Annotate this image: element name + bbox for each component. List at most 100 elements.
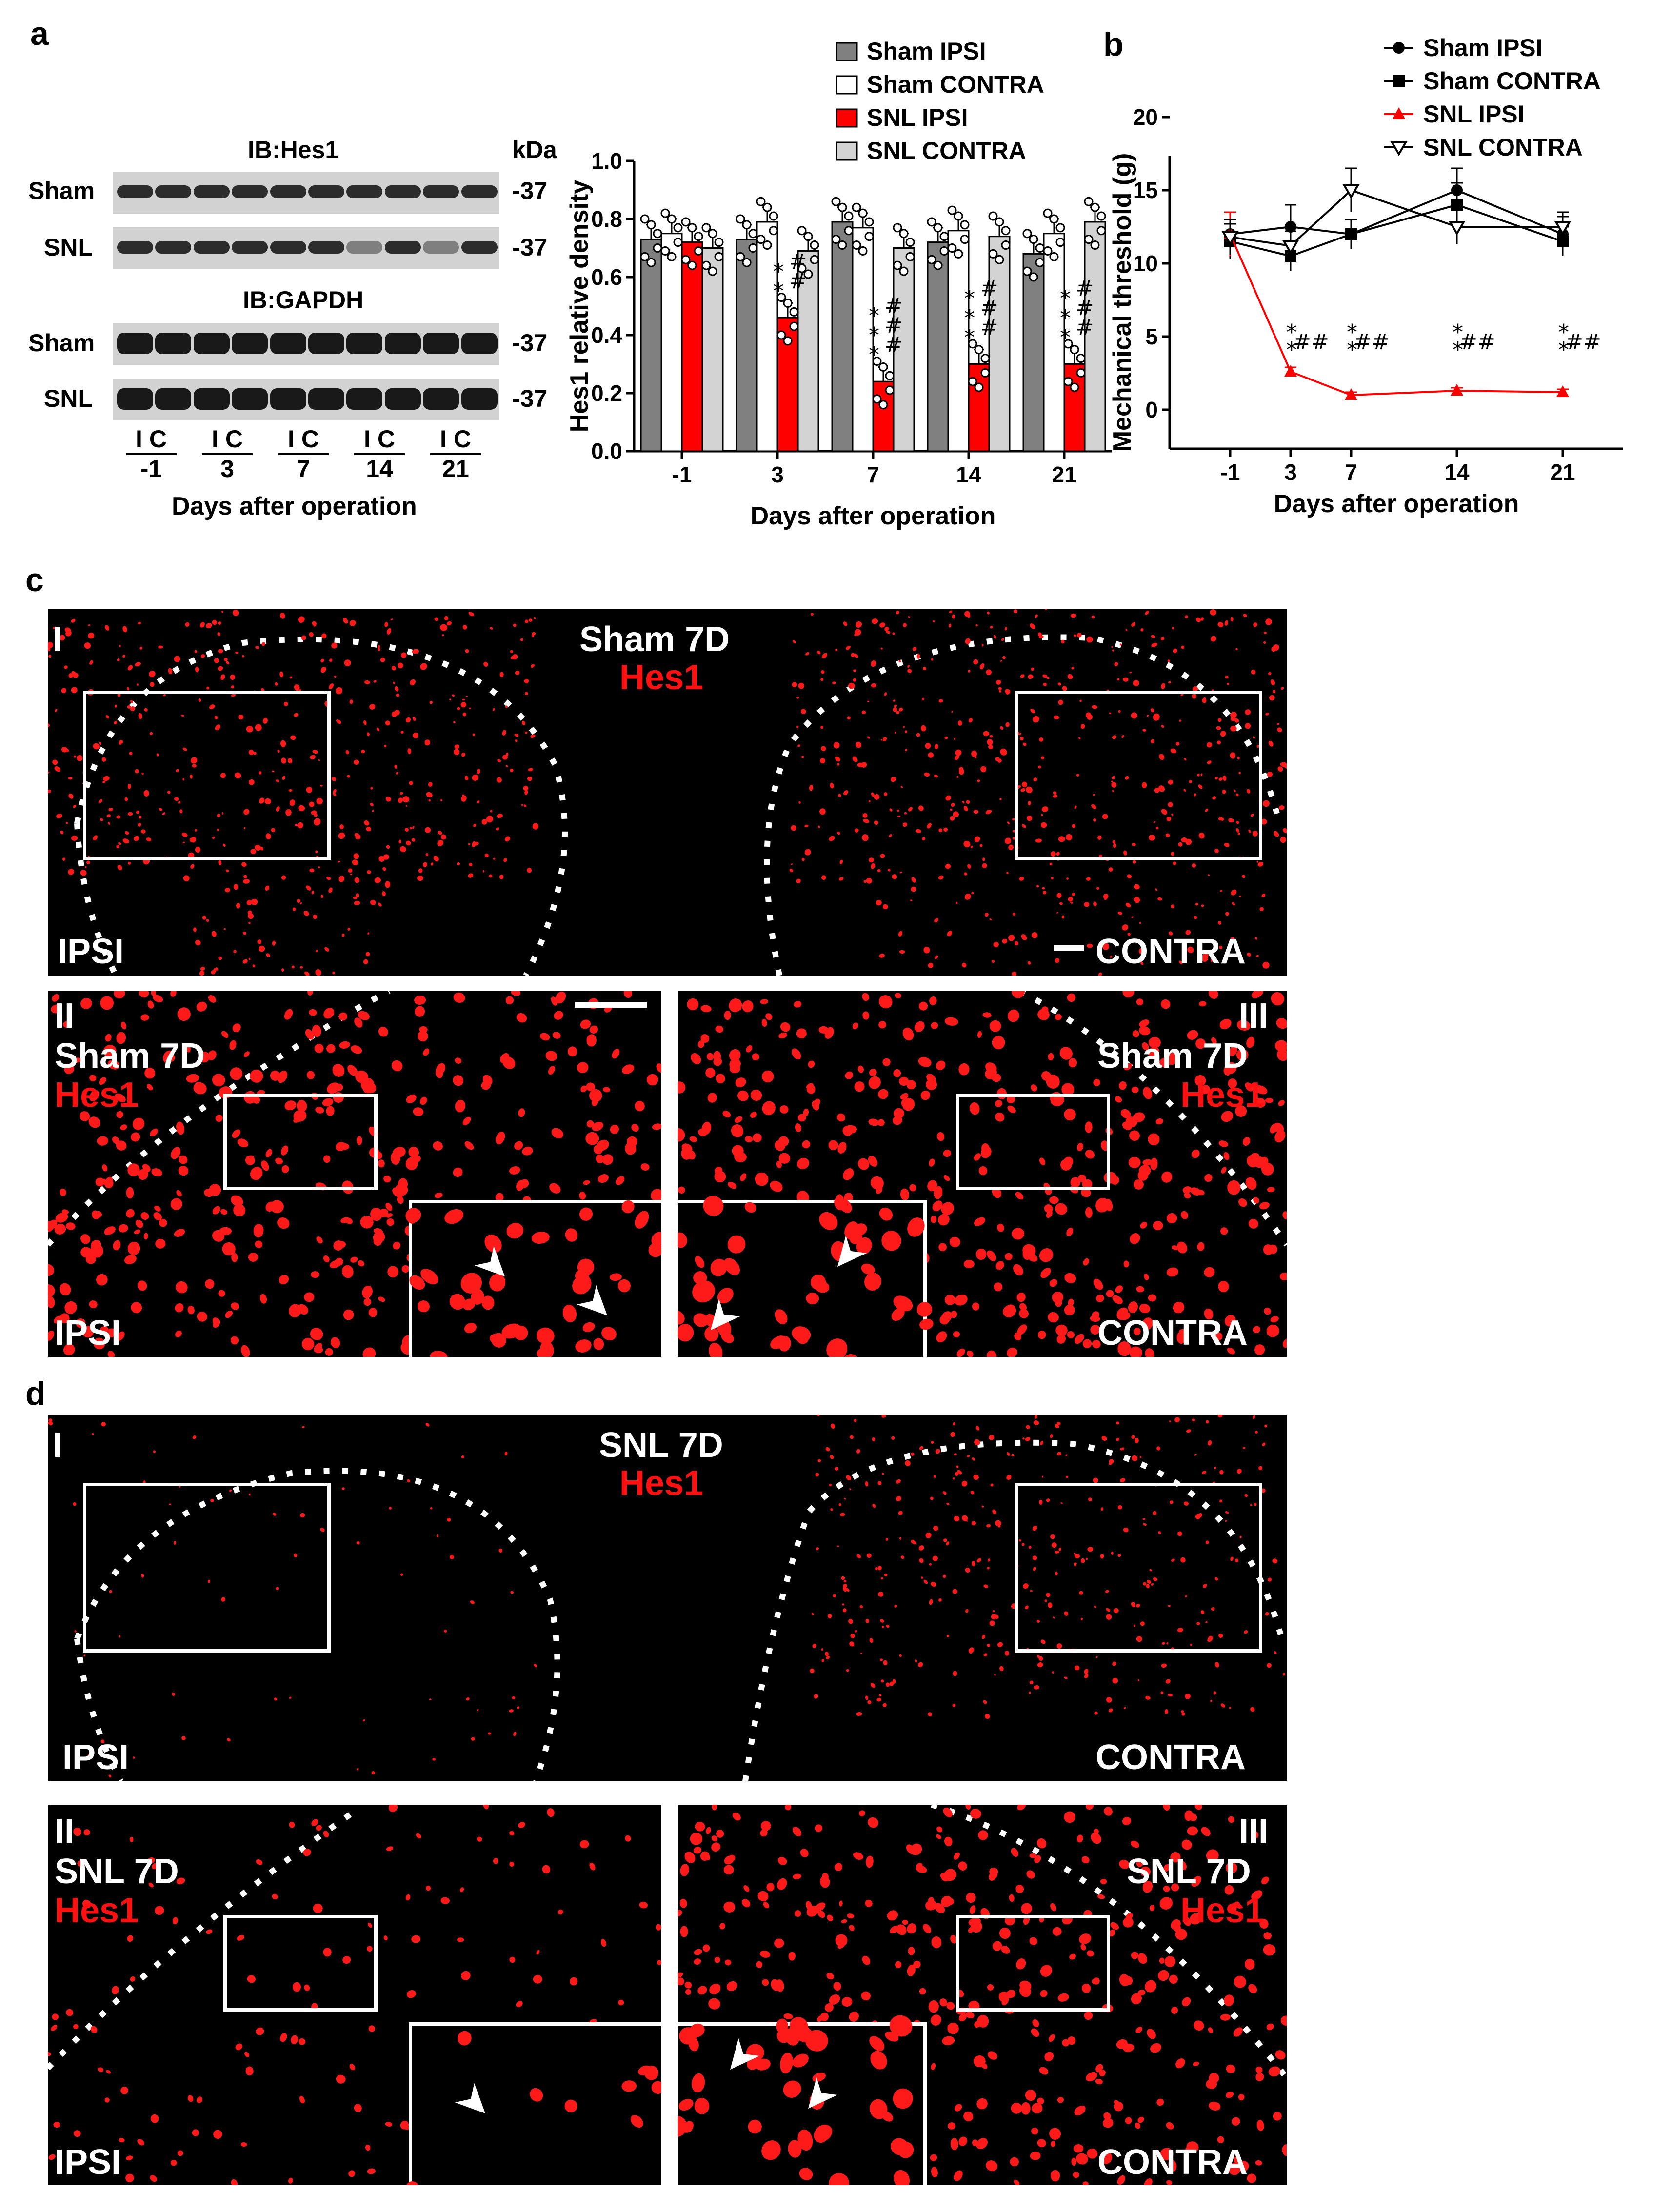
hes1-dot	[806, 1293, 819, 1305]
hes1-dot	[1121, 735, 1124, 738]
hes1-dot	[105, 715, 110, 719]
hes1-dot	[1276, 1018, 1287, 1029]
hes1-dot	[374, 877, 381, 883]
section-title: Sham 7D	[55, 1036, 205, 1076]
hes1-dot	[350, 873, 352, 875]
hes1-dot	[437, 840, 444, 846]
hes1-dot	[835, 756, 840, 762]
hes1-dot	[409, 1275, 425, 1290]
hes1-dot	[277, 1070, 288, 1083]
data-point	[1076, 368, 1086, 378]
hes1-dot	[1086, 877, 1091, 881]
hes1-dot	[869, 2036, 885, 2051]
hes1-dot	[248, 779, 255, 785]
hes1-dot	[938, 1598, 942, 1602]
hes1-dot	[1144, 1274, 1149, 1280]
hes1-dot	[429, 700, 433, 704]
blot-strip	[113, 227, 499, 269]
hes1-dot	[692, 1280, 715, 1303]
hes1-dot	[1049, 1279, 1057, 1287]
hes1-dot	[1009, 1894, 1015, 1902]
blot-band	[346, 333, 383, 354]
hes1-dot	[893, 1069, 901, 1077]
hes1-dot	[332, 777, 336, 781]
hes1-dot	[1144, 2178, 1153, 2185]
hes1-dot	[382, 867, 386, 871]
hes1-dot	[314, 1343, 322, 1353]
bar	[1084, 221, 1106, 452]
hes1-dot	[907, 665, 910, 668]
hes1-dot	[1038, 1656, 1043, 1661]
hes1-dot	[776, 1979, 784, 1992]
data-point	[974, 345, 984, 355]
x-tick-label: 14	[956, 462, 981, 487]
hes1-dot	[533, 1974, 542, 1984]
arrowhead-icon	[455, 2083, 485, 2113]
hes1-dot	[902, 1919, 908, 1925]
hes1-dot	[1091, 1833, 1101, 1844]
hes1-dot	[113, 1240, 121, 1251]
hes1-dot	[617, 1279, 631, 1293]
hes1-dot	[843, 621, 848, 626]
hes1-dot	[866, 1553, 872, 1558]
hes1-dot	[1214, 1467, 1216, 1469]
hes1-dot	[1224, 620, 1229, 626]
hes1-dot	[1140, 961, 1143, 964]
hes1-dot	[134, 1229, 141, 1235]
significance-star: *	[1453, 320, 1463, 345]
hes1-dot	[1225, 676, 1229, 679]
hes1-dot	[865, 1695, 868, 1700]
hes1-dot	[796, 725, 799, 728]
inset-magnified	[678, 2015, 927, 2185]
hes1-dot	[1131, 1602, 1135, 1608]
hes1-dot	[120, 2086, 129, 2094]
hes1-dot	[370, 802, 374, 806]
data-point	[1084, 235, 1094, 244]
hes1-dot	[821, 1659, 824, 1662]
hes1-dot	[962, 962, 967, 968]
hes1-dot	[314, 1044, 324, 1053]
hes1-dot	[992, 1509, 996, 1515]
hes1-dot	[869, 1638, 874, 1643]
hes1-dot	[895, 1961, 902, 1968]
hes1-dot	[928, 2000, 939, 2013]
blot-band	[270, 333, 306, 354]
hes1-dot	[919, 1318, 934, 1330]
hes1-dot	[995, 1261, 1004, 1270]
data-point	[1285, 221, 1296, 233]
hes1-dot	[993, 635, 996, 639]
hes1-dot	[860, 1653, 863, 1654]
hes1-dot	[885, 1538, 889, 1541]
data-point	[1076, 354, 1086, 363]
blot-band	[423, 185, 459, 198]
hes1-dot	[1000, 726, 1004, 730]
hes1-dot	[929, 1599, 933, 1605]
hes1-dot	[1267, 1187, 1275, 1193]
hes1-dot	[59, 635, 65, 641]
hes1-dot	[989, 1435, 995, 1440]
hes1-dot	[490, 627, 493, 630]
hes1-dot	[693, 1846, 702, 1854]
hes1-dot	[122, 655, 126, 658]
significance-star: *	[1347, 320, 1357, 345]
hes1-dot	[1147, 714, 1149, 717]
hes1-dot	[502, 755, 508, 760]
hes1-dot	[243, 809, 250, 815]
hes1-dot	[869, 800, 871, 803]
hes1-dot	[1222, 789, 1226, 794]
hes1-dot	[311, 810, 317, 815]
hes1-dot	[978, 1830, 988, 1840]
hes1-dot	[401, 1265, 410, 1273]
hes1-dot	[975, 1248, 987, 1260]
hes1-dot	[1253, 736, 1255, 739]
hes1-dot	[949, 610, 953, 614]
hes1-dot	[461, 1455, 464, 1459]
hes1-dot	[1250, 1707, 1255, 1712]
hes1-dot	[102, 1164, 108, 1172]
hes1-dot	[1016, 1293, 1026, 1302]
data-point	[1001, 226, 1011, 236]
marker-label: Hes1	[619, 658, 704, 697]
hes1-dot	[1099, 2070, 1106, 2076]
hes1-dot	[861, 1263, 875, 1275]
data-point	[714, 238, 724, 247]
